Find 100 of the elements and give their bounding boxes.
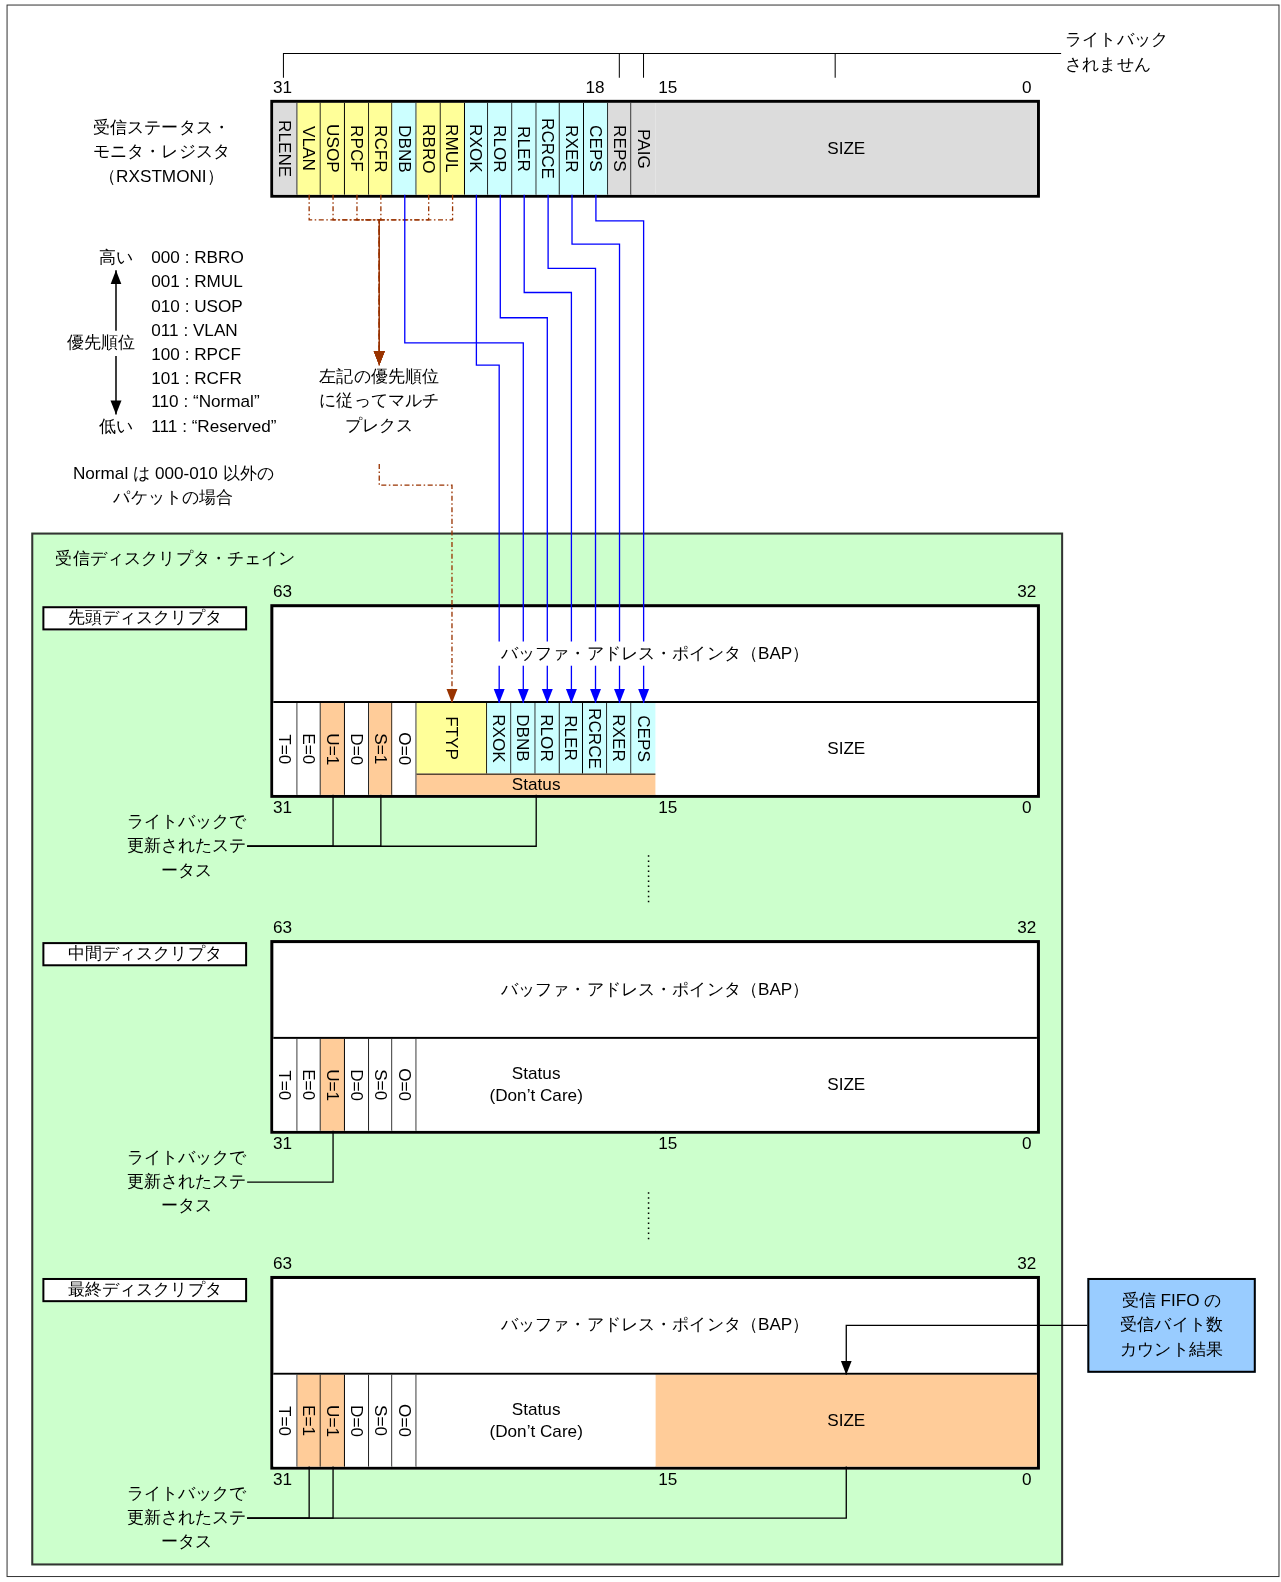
field-label: SIZE (827, 737, 866, 760)
field-label: VLAN (298, 126, 320, 172)
arrow (571, 194, 625, 704)
bit-field (273, 1374, 298, 1467)
size-field (655, 1374, 1037, 1467)
field-label: D=0 (345, 732, 368, 765)
field-label: RBRO (417, 124, 439, 174)
bit-field (631, 703, 656, 774)
bit-field (321, 102, 346, 195)
arrow (378, 463, 458, 704)
connector-line (246, 794, 537, 847)
bit-field (512, 102, 537, 195)
bit-field (536, 102, 561, 195)
bit-field (416, 703, 488, 774)
field-label: RXER (560, 124, 583, 173)
panel-title: 受信ディスクリプタ・チェイン (55, 547, 296, 570)
field-label: D=0 (345, 1068, 368, 1101)
bit-number: 32 (1017, 916, 1037, 940)
bit-field (321, 1038, 346, 1131)
descriptor-box (270, 940, 1040, 1134)
bit-number: 0 (1022, 76, 1032, 99)
field-label: Status (Don’t Care) (488, 1062, 584, 1107)
priority-code: 110 : “Normal” (151, 391, 260, 414)
field-label: RCRCE (537, 118, 559, 180)
field-label: RPCF (345, 125, 368, 173)
bit-number: 31 (272, 1468, 292, 1491)
field-label: T=0 (274, 733, 296, 764)
field-label: Status (511, 774, 561, 795)
bit-field (464, 102, 489, 195)
connector-line (246, 1465, 847, 1519)
bit-field (273, 703, 298, 795)
bit-number: 0 (1022, 796, 1032, 819)
field-label: RMUL (441, 124, 463, 174)
field-label: RCFR (369, 124, 391, 173)
bit-field (368, 1038, 393, 1131)
field-label: REPS (608, 125, 630, 173)
priority-label: 優先順位 (66, 331, 136, 354)
priority-code: 111 : “Reserved” (151, 415, 277, 439)
register-name: 受信ステータス・モニタ・レジスタ（RXSTMONI） (91, 117, 231, 188)
bit-number: 63 (272, 1252, 292, 1275)
descriptor-label: 中間ディスクリプタ (42, 942, 248, 967)
chain-panel (31, 532, 1064, 1566)
fifo-box (1087, 1277, 1256, 1373)
field-label: U=1 (322, 1404, 344, 1437)
bit-field (607, 703, 632, 774)
arrow (840, 1324, 1088, 1376)
field-label: FTYP (440, 716, 462, 761)
field-label: U=1 (322, 1068, 344, 1101)
bit-number: 15 (658, 1468, 678, 1491)
field-label: RLOR (489, 124, 511, 173)
field-label: U=1 (322, 732, 344, 765)
bit-field (416, 102, 441, 195)
field-label: T=0 (274, 1069, 296, 1100)
bit-field (321, 703, 346, 795)
bit-field (321, 1374, 346, 1467)
bit-number: 32 (1017, 1252, 1037, 1275)
bit-field (487, 703, 512, 774)
size-field (655, 703, 1037, 795)
descriptor-label: 最終ディスクリプタ (42, 1277, 248, 1303)
descriptor-label: 先頭ディスクリプタ (42, 606, 248, 631)
field-label: DBNB (512, 714, 534, 763)
bit-field (560, 102, 584, 195)
bit-field (392, 102, 417, 195)
field-label: RXOK (488, 714, 510, 763)
field-label: CEPS (584, 125, 606, 173)
arrow (475, 194, 505, 704)
bit-field (440, 102, 465, 195)
priority-level: 高い (98, 247, 134, 270)
bit-number: 31 (272, 796, 292, 819)
bit-field (273, 102, 298, 195)
note-text: ライトバックで更新されたステータス (126, 1145, 248, 1219)
priority-code: 011 : VLAN (151, 319, 238, 342)
field-label: T=0 (274, 1405, 296, 1436)
bit-field (583, 102, 608, 195)
bit-field (297, 102, 322, 195)
field-label: RLER (513, 125, 535, 172)
field-label: S=1 (369, 733, 391, 765)
field-label: RLENE (274, 120, 296, 178)
bit-field (345, 102, 369, 195)
field-label: Status (Don’t Care) (488, 1398, 584, 1443)
bit-field (273, 1038, 298, 1131)
bit-field (511, 703, 536, 774)
bit-field (345, 1374, 369, 1467)
field-label: SIZE (827, 1073, 866, 1096)
priority-code: 100 : RPCF (151, 343, 241, 366)
bit-field (392, 1374, 417, 1467)
bit-field (297, 703, 322, 795)
bit-number: 18 (585, 76, 605, 99)
bit-field (297, 1038, 322, 1131)
field-label: SIZE (827, 137, 866, 160)
status-field (416, 1374, 656, 1467)
field-label: O=0 (393, 732, 415, 766)
field-label: PAIG (633, 128, 655, 169)
bit-number: 63 (272, 581, 292, 604)
field-label: RXER (608, 714, 630, 763)
field-label: E=0 (298, 1069, 320, 1101)
field-label: E=1 (298, 1405, 320, 1437)
descriptor-box (270, 1275, 1040, 1470)
field-label: O=0 (393, 1068, 415, 1102)
field-label: E=0 (298, 733, 320, 765)
